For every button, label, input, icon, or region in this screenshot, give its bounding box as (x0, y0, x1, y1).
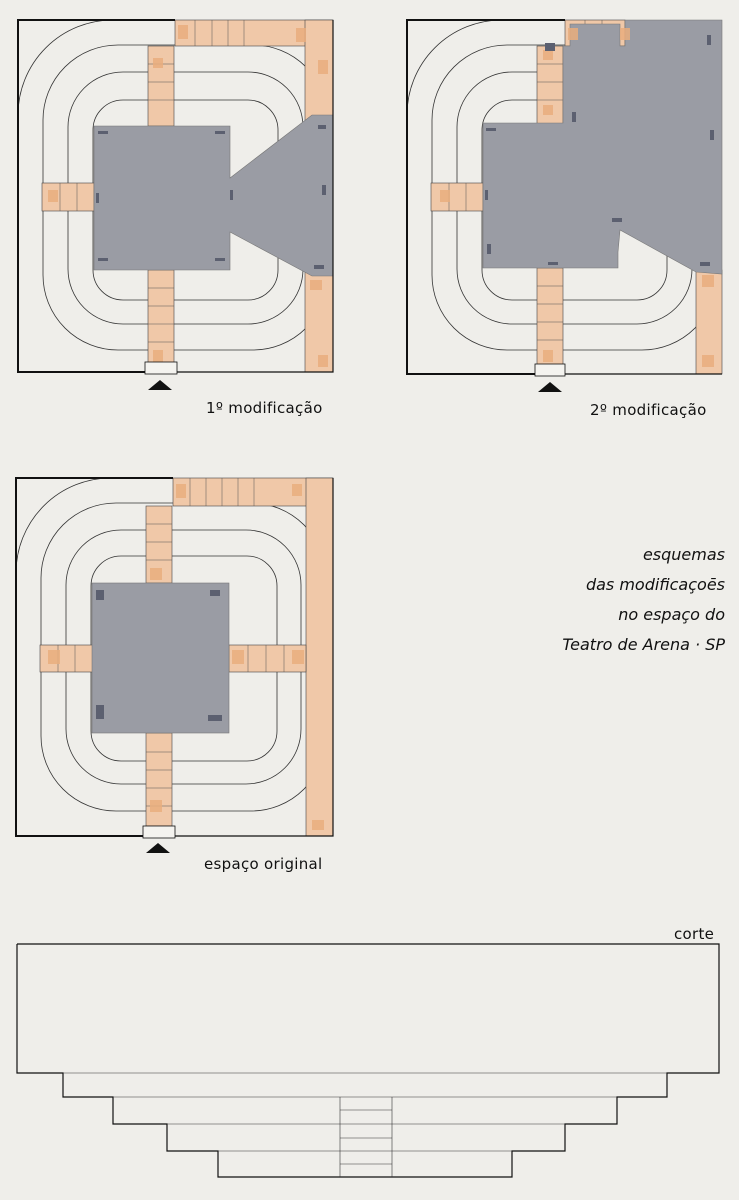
label-section: corte (674, 925, 715, 943)
pin-tacks (96, 125, 326, 269)
label-second-modification: 2º modificação (590, 401, 707, 419)
caption-line: esquemas (642, 545, 725, 564)
plan-second-modification (406, 19, 723, 392)
label-original-space: espaço original (204, 855, 323, 873)
entrance-arrow (146, 843, 170, 853)
plan-outline (17, 19, 175, 373)
stage (482, 19, 723, 275)
entrance-arrow (538, 382, 562, 392)
entrance-arrow (148, 380, 172, 390)
entrance-gap (144, 361, 178, 375)
caption-block: esquemas das modificaçoēs no espaço do T… (562, 540, 725, 660)
section-drawing (16, 943, 720, 1178)
stage (93, 114, 334, 277)
stage (91, 582, 230, 734)
caption-line: Teatro de Arena · SP (562, 635, 725, 654)
caption-line: das modificaçoēs (585, 575, 725, 594)
plan-first-modification (17, 19, 334, 390)
label-first-modification: 1º modificação (206, 399, 323, 417)
caption-line: no espaço do (618, 605, 725, 624)
plan-original-space (15, 477, 334, 853)
